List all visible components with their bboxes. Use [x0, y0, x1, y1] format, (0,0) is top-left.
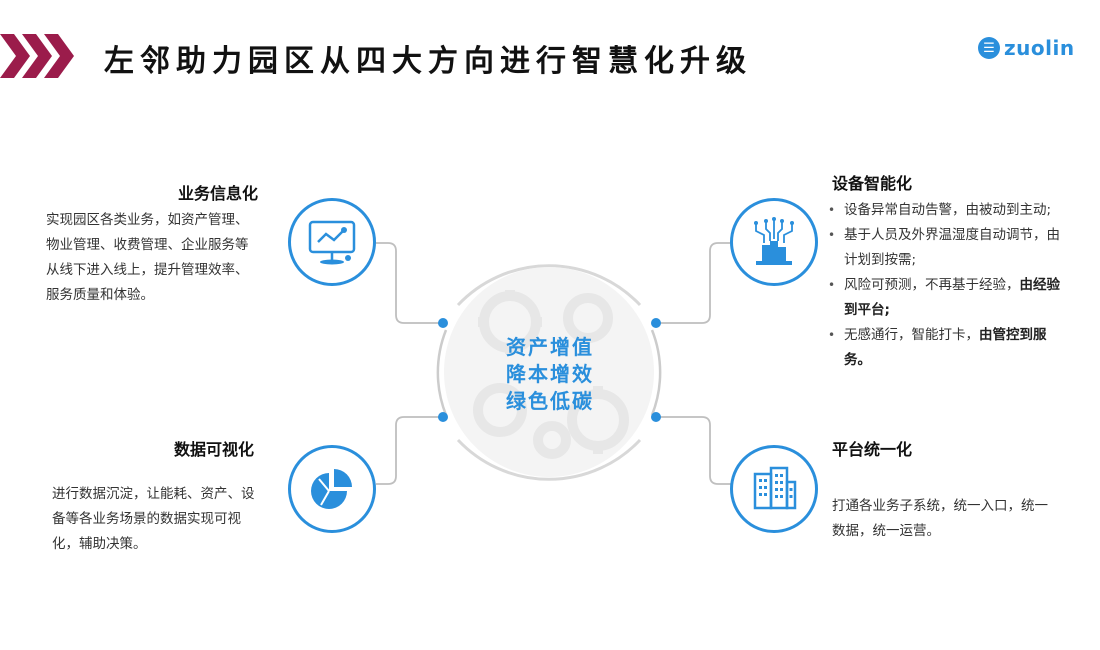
- center-line-3: 绿色低碳: [506, 389, 594, 413]
- visual-description: 进行数据沉淀，让能耗、资产、设 备等各业务场景的数据实现可视 化，辅助决策。: [52, 486, 255, 552]
- outer-ring-left: [436, 329, 448, 416]
- dot-bottom-right: [651, 412, 661, 422]
- pie-chart-icon: [311, 469, 352, 509]
- visual-icon-circle: [288, 445, 376, 533]
- business-icon-circle: [288, 198, 376, 286]
- connector-bottom-right: [657, 416, 744, 485]
- connector-top-right: [657, 242, 744, 324]
- page-title: 左邻助力园区从四大方向进行智慧化升级: [104, 44, 752, 79]
- connector-top-left: [376, 242, 441, 324]
- device-bullets: 设备异常自动告警，由被动到主动; 基于人员及外界温湿度自动调节，由 计划到按需;…: [826, 198, 1076, 373]
- device-bullet-1: 设备异常自动告警，由被动到主动;: [826, 198, 1076, 223]
- device-bullet-4: 无感通行，智能打卡，由管控到服 务。: [826, 323, 1076, 373]
- platform-heading: 平台统一化: [832, 440, 913, 459]
- platform-icon-circle: [730, 445, 818, 533]
- monitor-chart-icon: [308, 220, 356, 265]
- brand-name: zuolin: [1004, 36, 1075, 60]
- device-icon-circle: [730, 198, 818, 286]
- device-bullet-2: 基于人员及外界温湿度自动调节，由 计划到按需;: [826, 223, 1076, 273]
- visual-heading: 数据可视化: [174, 440, 255, 459]
- center-line-2: 降本增效: [506, 362, 594, 386]
- center-line-1: 资产增值: [506, 335, 594, 359]
- business-description: 实现园区各类业务，如资产管理、 物业管理、收费管理、企业服务等 从线下进入线上，…: [46, 212, 249, 303]
- buildings-icon: [753, 466, 797, 510]
- brand-logo: ☰ zuolin: [978, 34, 1075, 62]
- outer-ring-bottom: [456, 438, 642, 481]
- dot-top-right: [651, 318, 661, 328]
- business-heading: 业务信息化: [178, 184, 259, 203]
- dot-top-left: [438, 318, 448, 328]
- center-goals: 资产增值 降本增效 绿色低碳: [470, 334, 630, 415]
- platform-description: 打通各业务子系统，统一入口，统一 数据，统一运营。: [832, 498, 1048, 539]
- header-chevrons: [0, 34, 74, 78]
- logo-icon: ☰: [978, 37, 1000, 59]
- inner-circle: [444, 267, 654, 477]
- smart-device-icon: [754, 217, 794, 265]
- device-heading: 设备智能化: [832, 174, 913, 193]
- outer-ring-top: [456, 264, 642, 307]
- dot-bottom-left: [438, 412, 448, 422]
- connector-bottom-left: [376, 416, 441, 485]
- device-bullet-3: 风险可预测，不再基于经验，由经验 到平台;: [826, 273, 1076, 323]
- outer-ring-right: [650, 329, 662, 416]
